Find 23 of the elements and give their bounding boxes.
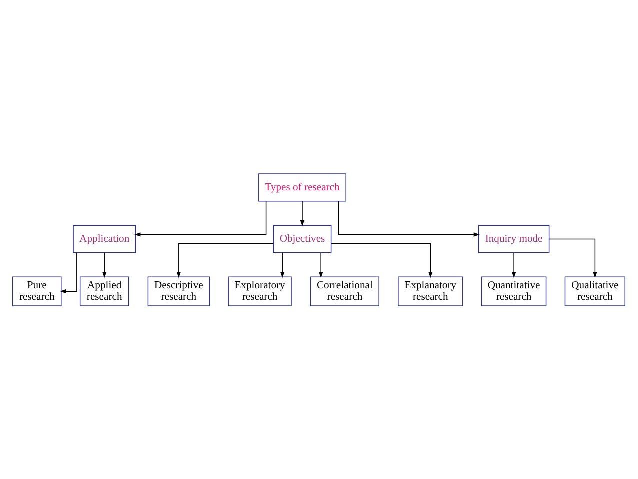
node-box: Objectives	[273, 224, 332, 253]
arrow	[338, 200, 480, 236]
node-box: Exploratory research	[228, 276, 292, 306]
arrow	[549, 238, 598, 278]
arrow	[318, 252, 324, 278]
node-box: Descriptive research	[148, 276, 210, 306]
node-box: Applied research	[80, 276, 130, 306]
node-box: Correlational research	[310, 276, 380, 306]
node-box: Explanatory research	[398, 276, 464, 306]
arrow	[512, 252, 516, 278]
node-box: Inquiry mode	[478, 224, 550, 253]
arrow	[300, 200, 305, 226]
node-box: Types of research	[258, 173, 346, 202]
arrow	[331, 242, 433, 278]
arrow	[280, 252, 285, 278]
node-box: Pure research	[12, 276, 62, 306]
arrow	[134, 200, 267, 236]
arrow	[60, 252, 78, 294]
arrow	[102, 252, 107, 278]
arrow	[176, 242, 274, 278]
node-box: Qualitative research	[564, 276, 626, 306]
node-box: Quantitative research	[481, 276, 547, 306]
node-box: Application	[73, 224, 136, 253]
